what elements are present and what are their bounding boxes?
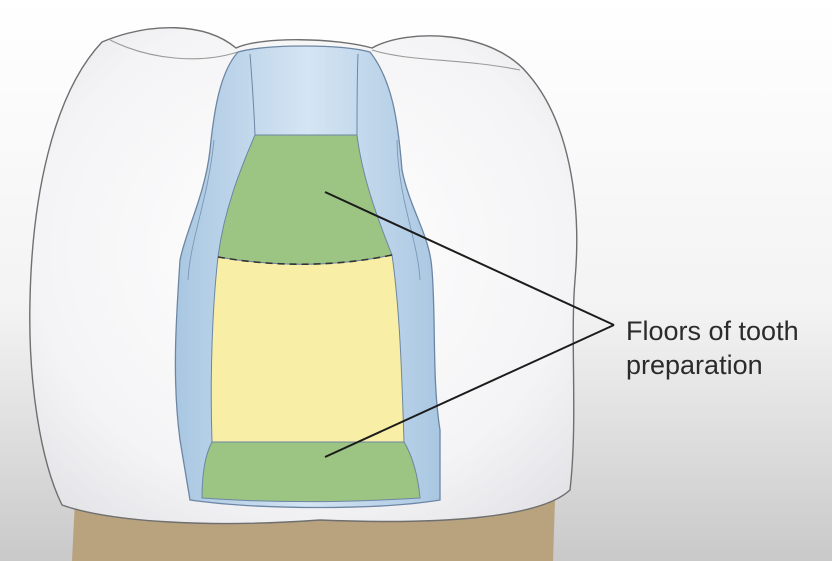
cusp-ridge-left [109,39,239,60]
wall-line-inner-left [187,139,215,281]
floor-lower-green [201,441,421,503]
wall-line-left [249,53,256,136]
leader-line-lower [324,324,615,458]
callout-line-2: preparation [626,350,763,380]
callout-line-1: Floors of tooth [626,316,799,346]
floor-middle-yellow [210,254,405,443]
leader-line-upper [324,191,615,326]
wall-line-right [356,53,359,136]
cusp-ridge-right [371,49,521,71]
callout-label: Floors of tooth preparation [626,314,826,382]
wall-line-inner-right [396,139,421,281]
